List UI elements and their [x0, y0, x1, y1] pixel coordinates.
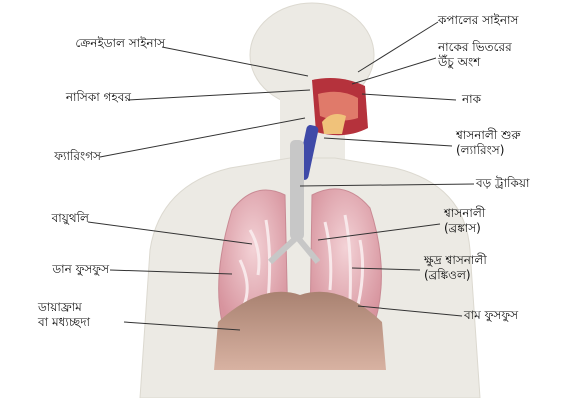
label-diaphragm-line2: বা মধ্যচ্ছদা [38, 315, 90, 330]
label-bronchiole: ক্ষুদ্র শ্বাসনালী (ব্রঙ্কিওল) [424, 253, 487, 283]
label-bronchiole-line1: ক্ষুদ্র শ্বাসনালী [424, 253, 487, 268]
nasal-cavity-shape [312, 78, 368, 135]
label-frontal-sinus: কপালের সাইনাস [438, 13, 518, 28]
label-nasal-interior-line2: উঁচু অংশ [438, 55, 512, 70]
label-diaphragm-line1: ডায়াফ্রাম [38, 300, 90, 315]
label-nasal-interior-line1: নাকের ভিতরের [438, 40, 512, 55]
label-left-lung: বাম ফুসফুস [464, 308, 518, 323]
label-trachea: বড় ট্রাকিয়া [476, 176, 529, 191]
label-bronchus-line1: শ্বাসনালী [444, 206, 485, 221]
label-cranial-sinus: ক্রেনইডাল সাইনাস [75, 36, 165, 51]
label-bronchus: শ্বাসনালী (ব্রঙ্কাস) [444, 206, 485, 236]
label-larynx-line2: (ল্যারিংস) [456, 143, 521, 158]
label-alveoli: বায়ুথলি [52, 211, 89, 226]
trachea-tube [290, 140, 304, 240]
label-bronchiole-line2: (ব্রঙ্কিওল) [424, 268, 487, 283]
label-bronchus-line2: (ব্রঙ্কাস) [444, 221, 485, 236]
label-pharynx: ফ্যারিংগস [54, 149, 101, 164]
label-larynx: শ্বাসনালী শুরু (ল্যারিংস) [456, 128, 521, 158]
label-diaphragm: ডায়াফ্রাম বা মধ্যচ্ছদা [38, 300, 90, 330]
label-right-lung: ডান ফুসফুস [52, 262, 109, 277]
label-nose: নাক [462, 92, 481, 107]
label-nasal-cavity: নাসিকা গহবর [66, 90, 131, 105]
label-nasal-interior: নাকের ভিতরের উঁচু অংশ [438, 40, 512, 70]
label-larynx-line1: শ্বাসনালী শুরু [456, 128, 521, 143]
